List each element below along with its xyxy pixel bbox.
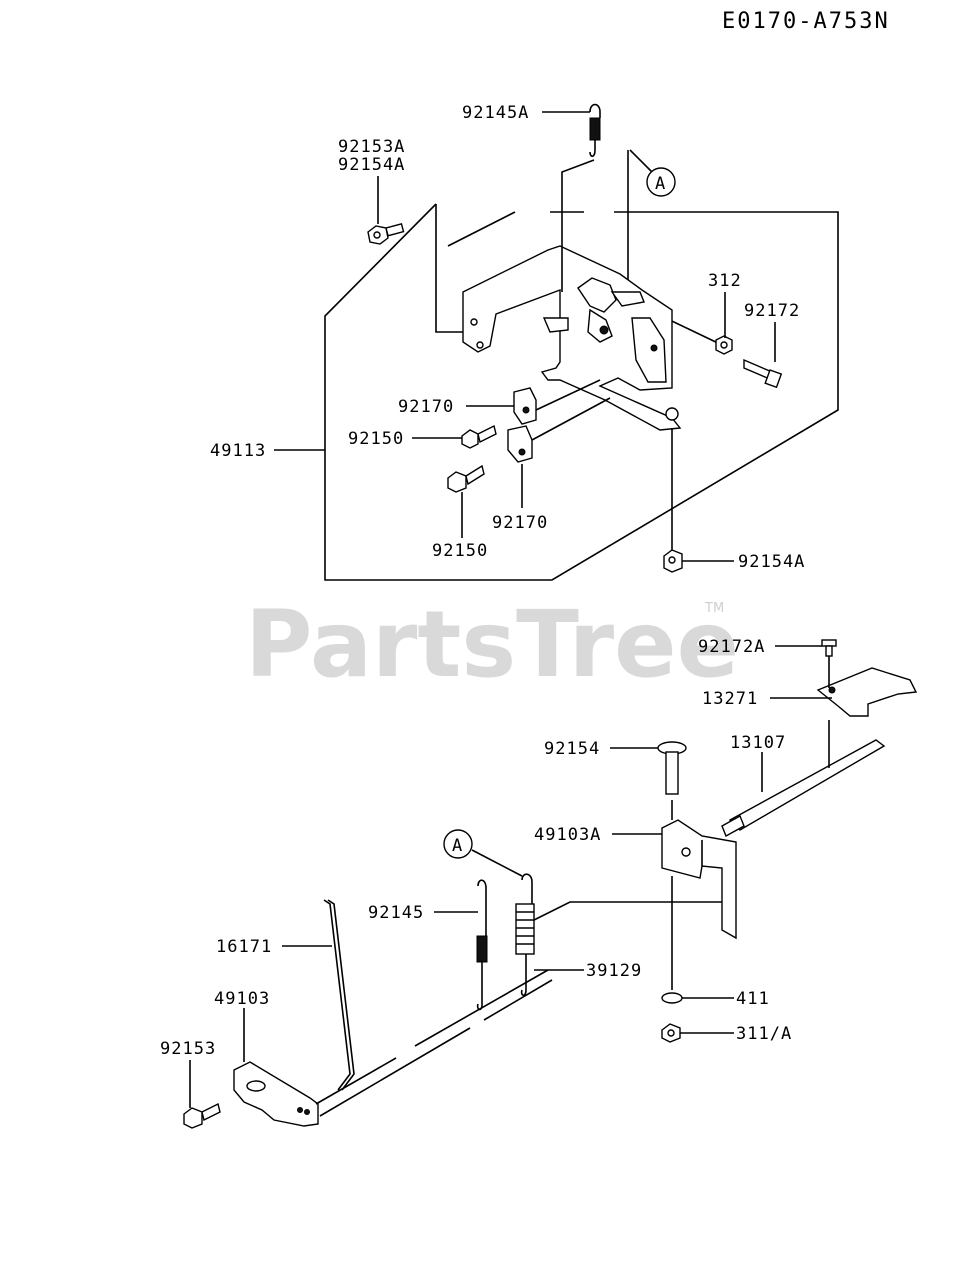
shaft-13107 [721, 720, 886, 837]
part-labels: 92145A 92153A 92154A 312 92172 92170 921… [160, 103, 805, 1059]
callout-a-lower-label: A [452, 836, 463, 856]
watermark-text: PartsTree [245, 591, 739, 698]
label-92154: 92154 [544, 739, 600, 759]
label-92150-b: 92150 [432, 541, 488, 561]
bolt-92154 [657, 741, 687, 820]
label-13271: 13271 [702, 689, 758, 709]
label-92145: 92145 [368, 903, 424, 923]
label-92170-a: 92170 [398, 397, 454, 417]
leader-lines [189, 111, 832, 1108]
label-92172A: 92172A [698, 637, 765, 657]
rod-16171 [323, 899, 355, 1091]
screw-92172A [821, 639, 837, 657]
label-312: 312 [708, 271, 742, 291]
nut-311A [661, 1023, 681, 1043]
label-92172: 92172 [744, 301, 800, 321]
callout-a-upper: A [646, 167, 676, 197]
label-13107: 13107 [730, 733, 786, 753]
spring-92145A [561, 103, 601, 292]
bolt-92153 [183, 1102, 221, 1129]
spring-39129 [515, 873, 535, 997]
bolt-92172 [743, 358, 783, 389]
label-49103: 49103 [214, 989, 270, 1009]
plate-13271 [816, 656, 918, 717]
label-92153: 92153 [160, 1039, 216, 1059]
callout-a-upper-label: A [655, 174, 666, 194]
nut-92154A [663, 428, 683, 573]
bolt-92153A [367, 223, 405, 245]
washer-411 [661, 876, 683, 1004]
watermark-trademark: TM [704, 601, 724, 616]
label-49103A: 49103A [534, 825, 601, 845]
label-92150-a: 92150 [348, 429, 404, 449]
bolt-92150-upper [461, 424, 497, 449]
label-92154A-top: 92154A [338, 155, 405, 175]
label-49113: 49113 [210, 441, 266, 461]
label-16171: 16171 [216, 937, 272, 957]
label-39129: 39129 [586, 961, 642, 981]
label-311A: 311/A [736, 1024, 792, 1044]
label-92153A: 92153A [338, 137, 405, 157]
nut-312 [715, 335, 733, 355]
arm-49103 [233, 969, 553, 1127]
clip-92170-upper [513, 387, 537, 425]
watermark: PartsTree TM [245, 591, 739, 698]
clip-92170-lower [507, 425, 533, 463]
bolt-92150-lower [447, 464, 485, 493]
label-411: 411 [736, 989, 770, 1009]
label-92170-b: 92170 [492, 513, 548, 533]
control-bracket [462, 245, 682, 431]
spring-92145 [476, 879, 488, 1011]
label-92154A-bottom: 92154A [738, 552, 805, 572]
label-92145A: 92145A [462, 103, 529, 123]
callout-a-lower: A [443, 829, 523, 877]
drawing-code: E0170-A753N [722, 9, 890, 34]
lever-49103A [661, 819, 737, 940]
